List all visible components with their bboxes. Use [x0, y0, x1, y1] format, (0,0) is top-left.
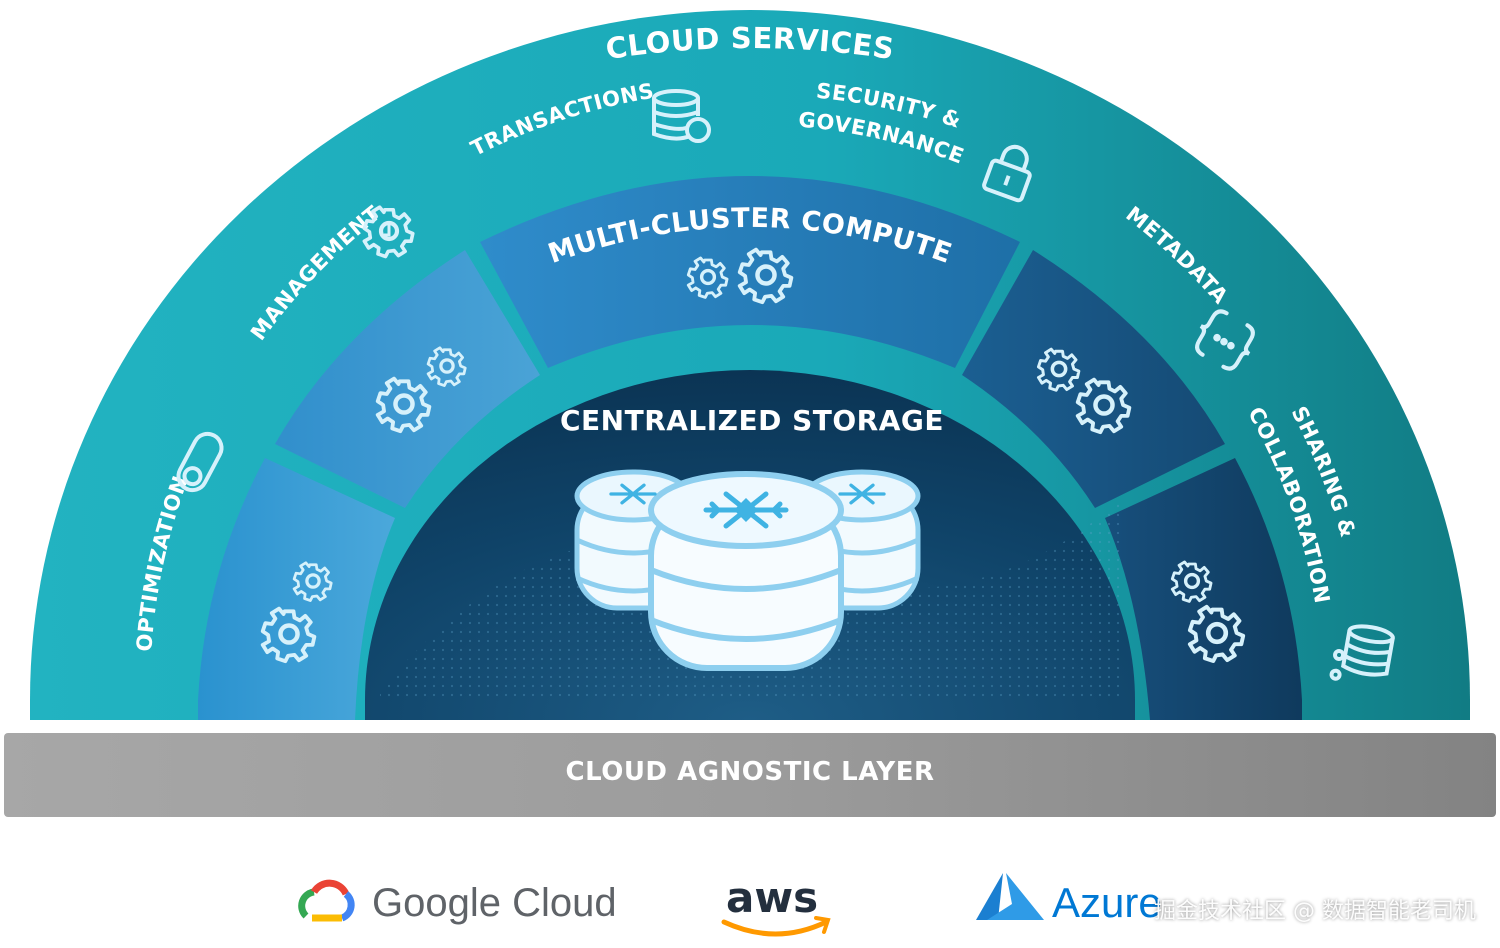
snowflake-database-icon	[574, 469, 921, 671]
cloud-agnostic-bar	[4, 733, 1496, 817]
azure-logo-icon	[976, 873, 1044, 920]
snowflake-icon	[609, 483, 657, 505]
google-cloud-logo: Google Cloud	[362, 868, 617, 938]
google-cloud-text: Google Cloud	[372, 880, 617, 925]
compute-segment-2	[275, 250, 540, 508]
curly-braces-icon	[1195, 309, 1255, 371]
watermark-text: 掘金技术社区 @ 数据智能老司机	[1154, 899, 1476, 924]
aws-text: aws	[726, 872, 819, 922]
compute-segment-top	[480, 176, 1020, 368]
azure-logo: Azure	[1044, 868, 1162, 938]
snowflake-icon	[703, 491, 789, 529]
database-center	[648, 471, 844, 671]
aws-smile-logo-icon	[721, 916, 831, 937]
cloud-agnostic-label: CLOUD AGNOSTIC LAYER	[565, 757, 935, 787]
aws-logo: aws	[726, 862, 818, 932]
snowflake-icon	[838, 483, 886, 505]
database-share-icon	[1329, 624, 1395, 681]
database-sync-icon	[652, 89, 711, 143]
lock-icon	[982, 144, 1032, 203]
clock-gear-icon	[364, 207, 412, 256]
storage-title: CENTRALIZED STORAGE	[560, 404, 944, 437]
google-cloud-logo-icon	[298, 879, 355, 922]
azure-text: Azure	[1052, 879, 1162, 926]
toggle-icon	[176, 431, 224, 493]
